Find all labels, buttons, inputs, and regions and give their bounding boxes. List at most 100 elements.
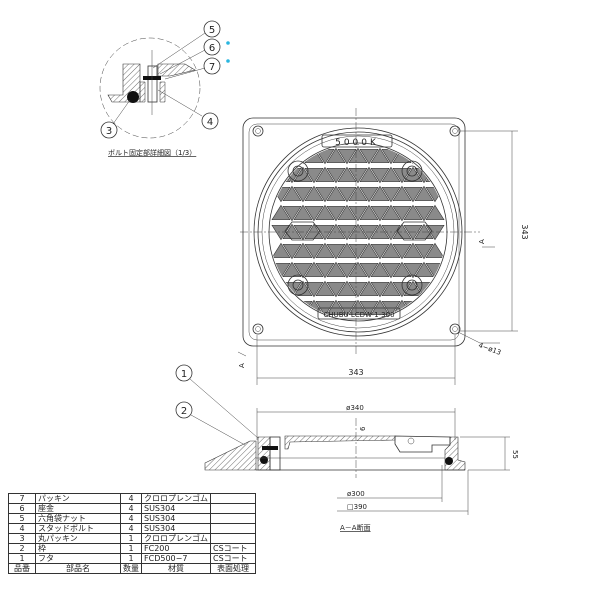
anti-slip-triangle [304,167,324,184]
anti-slip-triangle [414,185,434,202]
anti-slip-triangle [414,147,434,164]
anti-slip-triangle [370,185,390,202]
callout-1: 1 [181,369,187,380]
anti-slip-triangle [293,224,313,241]
anti-slip-triangle [348,223,368,240]
anti-slip-triangle [370,147,390,164]
cell-no: 品番 [8,563,36,574]
cell-finish [210,533,256,544]
anti-slip-triangle [315,166,335,183]
anti-slip-triangle [282,319,302,320]
anti-slip-triangle [360,111,378,125]
anti-slip-triangle [271,144,291,145]
anti-slip-triangle [359,166,379,183]
cell-finish: 表面処理 [210,563,256,574]
anti-slip-triangle [282,205,302,222]
anti-slip-triangle [381,280,401,297]
anti-slip-triangle [414,144,434,146]
anti-slip-triangle [359,224,379,241]
cover-section-right [394,435,451,453]
anti-slip-triangle [293,186,313,203]
cell-qty: 4 [120,523,142,534]
cell-name: スタッドボルト [35,523,121,534]
anti-slip-triangle [271,204,291,221]
marker-dot [226,59,230,63]
anti-slip-triangle [349,110,367,124]
anti-slip-triangle [426,339,444,353]
anti-slip-triangle [337,280,357,297]
anti-slip-triangle [293,262,313,279]
anti-slip-triangle [294,339,312,353]
anti-slip-triangle [392,185,412,202]
anti-slip-triangle [426,111,444,125]
cell-no: 5 [8,513,36,524]
cell-qty: 1 [120,533,142,544]
marker-dot [226,41,230,45]
stud-bolt [147,65,158,103]
anti-slip-triangle [337,166,357,183]
anti-slip-triangle [293,144,313,145]
dim-height: 55 [511,450,519,459]
anti-slip-triangle [326,281,346,298]
cell-material: クロロプレンゴム [141,493,211,504]
anti-slip-triangle [370,261,390,278]
anti-slip-triangle [382,111,400,125]
cell-name: 枠 [35,543,121,554]
anti-slip-triangle [326,243,346,260]
anti-slip-triangle [294,111,312,125]
anti-slip-triangle [272,339,290,353]
cell-qty: 4 [120,513,142,524]
anti-slip-triangle [326,299,346,316]
cover-section [157,63,196,77]
anti-slip-triangle [381,224,401,241]
anti-slip-triangle [414,319,434,320]
cell-material: SUS304 [141,513,211,524]
anti-slip-triangle [382,339,400,353]
anti-slip-triangle [359,148,379,165]
anti-slip-triangle [381,262,401,279]
anti-slip-triangle [381,166,401,183]
cell-material: 材質 [141,563,211,574]
anti-slip-triangle [305,338,323,352]
dim-horizontal: 343 [348,368,363,377]
anti-slip-triangle [348,243,368,260]
anti-slip-triangle [282,144,302,146]
anti-slip-triangle [338,111,356,125]
anti-slip-triangle [348,281,368,298]
anti-slip-triangle [315,262,335,279]
anti-slip-triangle [381,300,401,317]
anti-slip-triangle [282,185,302,202]
cell-material: SUS304 [141,523,211,534]
anti-slip-triangle [359,280,379,297]
anti-slip-triangle [348,167,368,184]
cell-qty: 数量 [120,563,142,574]
anti-slip-triangle [348,261,368,278]
anti-slip-triangle [371,110,389,124]
anti-slip-triangle [315,224,335,241]
anti-slip-triangle [370,299,390,316]
anti-slip-triangle [359,242,379,259]
anti-slip-triangle [414,243,434,260]
cell-finish [210,503,256,514]
anti-slip-triangle [370,243,390,260]
anti-slip-triangle [349,338,367,352]
callout-2: 2 [181,406,187,417]
anti-slip-triangle [359,262,379,279]
anti-slip-triangle [403,242,423,259]
frame-section-right [444,436,466,471]
anti-slip-triangle [425,144,445,145]
section-dimensions: ø340 6 55 ø300 □390 A－A断面 [256,404,519,532]
cell-name: フタ [35,553,121,564]
anti-slip-triangle [403,300,423,317]
cell-material: FCD500−7 [141,553,211,564]
anti-slip-triangle [326,261,346,278]
anti-slip-triangle [271,242,291,259]
cell-name: 六角袋ナット [35,513,121,524]
callout-7: 7 [209,62,215,73]
anti-slip-triangle [403,186,423,203]
section-title: A－A断面 [340,523,371,532]
